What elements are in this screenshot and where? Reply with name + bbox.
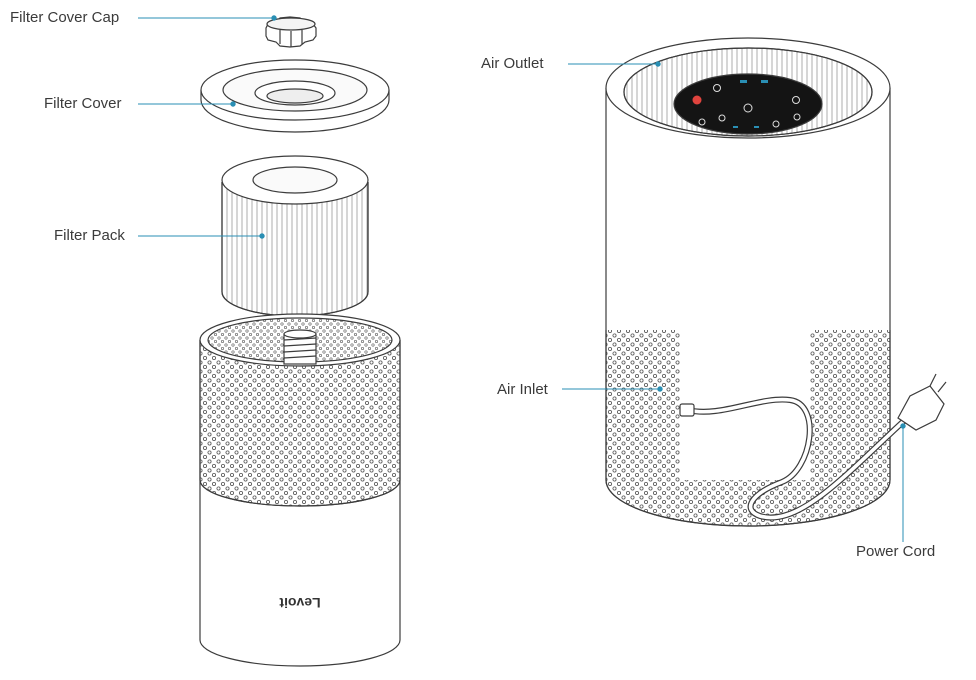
purifier-base (199, 313, 401, 667)
filter-cover (200, 59, 390, 133)
power-plug (897, 373, 947, 431)
leader-lines (138, 15, 906, 542)
label-filter-cover: Filter Cover (44, 95, 122, 112)
label-filter-cover-cap: Filter Cover Cap (10, 9, 120, 26)
filter-cover-cap (265, 16, 317, 48)
control-panel (673, 73, 823, 135)
brand-logo: Levoit (279, 595, 321, 611)
filter-pack (221, 155, 369, 317)
label-air-outlet: Air Outlet (481, 55, 544, 72)
power-indicator (692, 95, 702, 105)
label-air-inlet: Air Inlet (497, 381, 548, 398)
power-cord (679, 396, 908, 521)
label-filter-pack: Filter Pack (54, 227, 125, 244)
label-power-cord: Power Cord (856, 543, 936, 560)
